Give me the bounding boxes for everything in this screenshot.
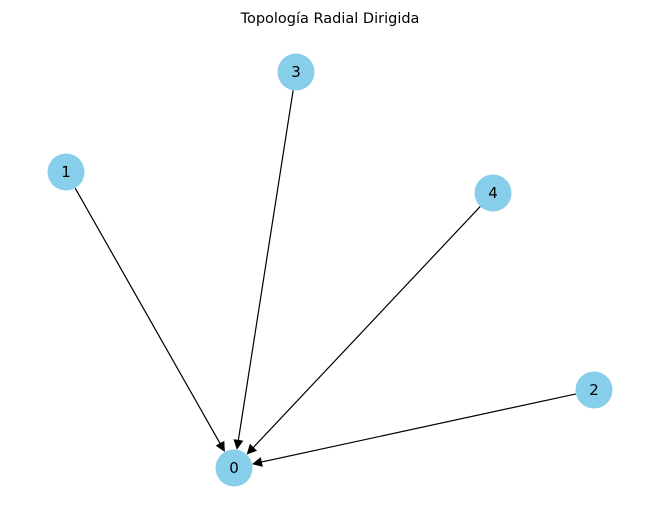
node-2: 2 bbox=[575, 371, 613, 409]
node-label: 3 bbox=[291, 63, 301, 81]
edge-3-to-0 bbox=[233, 90, 294, 450]
node-1: 1 bbox=[47, 153, 85, 191]
node-label: 0 bbox=[229, 459, 239, 477]
edge-2-to-0 bbox=[252, 393, 577, 467]
edges-layer bbox=[74, 90, 577, 467]
node-0: 0 bbox=[215, 449, 253, 487]
node-label: 1 bbox=[61, 163, 71, 181]
edge-4-to-0 bbox=[246, 206, 481, 455]
nodes-layer: 0 1 2 3 4 bbox=[47, 53, 613, 487]
node-circle bbox=[47, 153, 85, 191]
node-circle bbox=[474, 174, 512, 212]
node-label: 2 bbox=[589, 381, 599, 399]
node-4: 4 bbox=[474, 174, 512, 212]
edge-1-to-0 bbox=[74, 187, 225, 452]
node-label: 4 bbox=[488, 184, 498, 202]
node-circle bbox=[277, 53, 315, 91]
node-3: 3 bbox=[277, 53, 315, 91]
diagram-title: Topología Radial Dirigida bbox=[240, 11, 420, 27]
node-circle bbox=[575, 371, 613, 409]
node-circle bbox=[215, 449, 253, 487]
